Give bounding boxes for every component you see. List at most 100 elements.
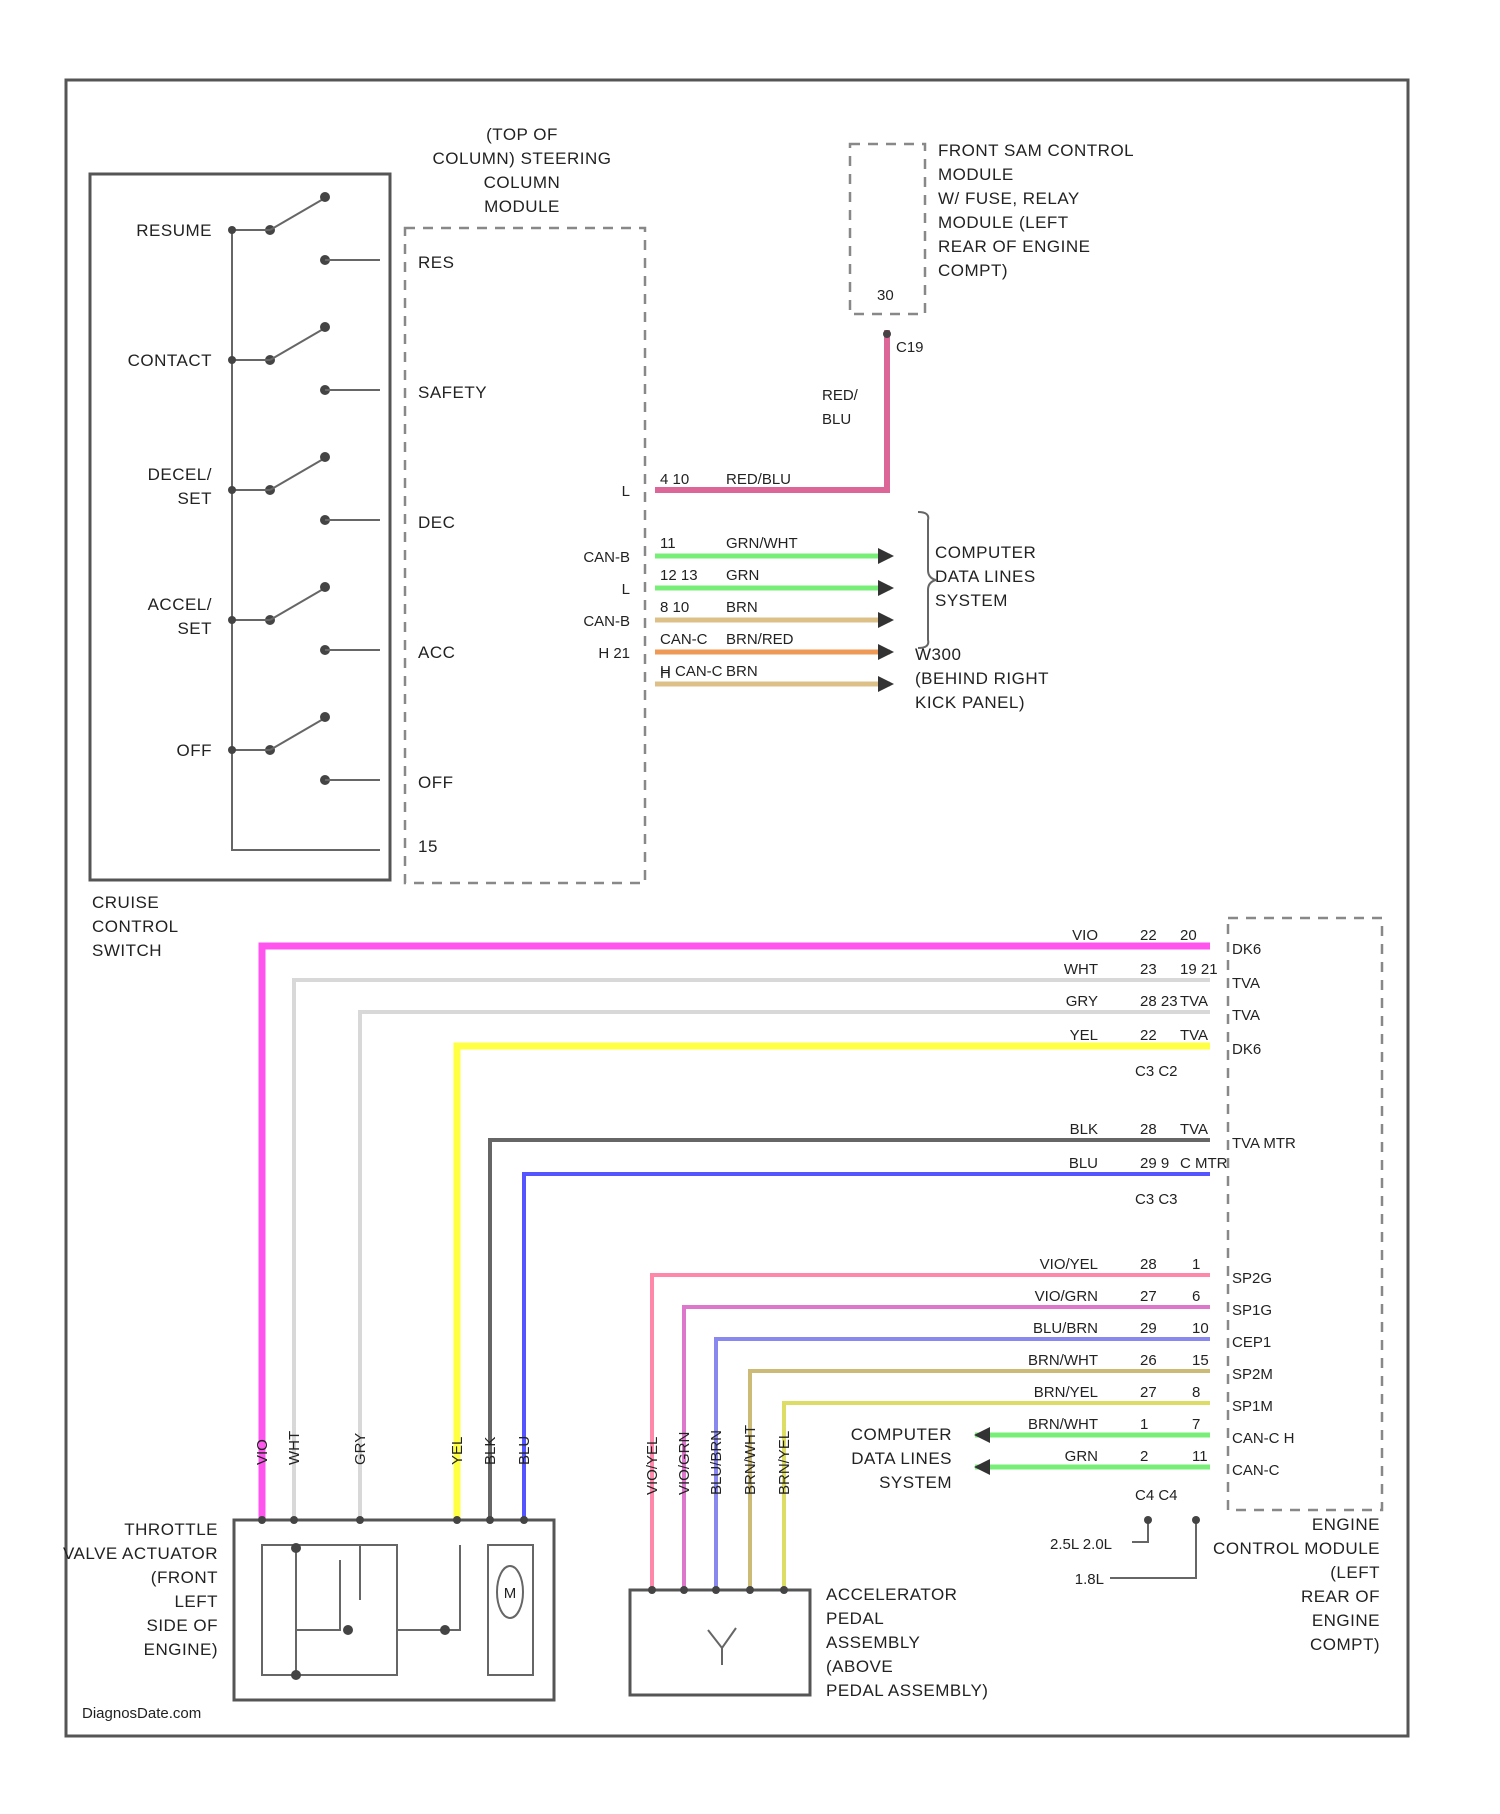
throttle-wire-tag: BLK [482, 1437, 499, 1465]
text-line: CRUISE [92, 893, 159, 912]
data-lines-brace [918, 512, 936, 648]
throttle-wire-tag: YEL [449, 1437, 466, 1465]
switch-label: OFF [177, 741, 213, 760]
switch-contact [320, 322, 330, 332]
pedal-wire-pin1: 27 [1140, 1288, 1157, 1305]
pedal-wire-signal: SP1G [1232, 1302, 1272, 1319]
text-line: (LEFT [1330, 1563, 1380, 1582]
pedal-wire-signal: SP2M [1232, 1366, 1273, 1383]
pedal-wire-tag: VIO/GRN [676, 1432, 693, 1495]
pin-dot [356, 1516, 364, 1524]
switch-blade [270, 718, 325, 750]
ecm-wire-pin2: 19 21 [1180, 961, 1218, 978]
text-line: REAR OF ENGINE [938, 237, 1090, 256]
ground-w300-label: W300(BEHIND RIGHTKICK PANEL) [915, 645, 1049, 712]
computer-data-lines-label: COMPUTERDATA LINESSYSTEM [935, 543, 1036, 610]
switch-blade [270, 328, 325, 360]
pedal-wire-pin2: 11 [1192, 1448, 1208, 1465]
switch-contact [320, 192, 330, 202]
data-line-pins: 11 [660, 535, 676, 552]
pedal-wire-pin1: 27 [1140, 1384, 1157, 1401]
ecm-wire-pin2: 20 [1180, 927, 1197, 944]
data-line-left: L [622, 483, 630, 500]
pin-dot [712, 1586, 720, 1594]
ecm-wire-pin1: 28 [1140, 1121, 1157, 1138]
pin-dot [290, 1516, 298, 1524]
text-line: COMPUTER [851, 1425, 952, 1444]
arrow-icon [878, 612, 894, 628]
ecm-wire-pin2: TVA [1180, 1027, 1208, 1044]
cruise-switch-label: CRUISECONTROLSWITCH [92, 893, 179, 960]
text-line: THROTTLE [124, 1520, 218, 1539]
text-line: PEDAL ASSEMBLY) [826, 1681, 988, 1700]
data-lines-footnote: H [660, 665, 671, 682]
throttle-wire-tag: BLU [516, 1436, 533, 1465]
sam-control-module: FRONT SAM CONTROLMODULEW/ FUSE, RELAYMOD… [822, 141, 1134, 428]
pedal-wire-color: BRN/WHT [1028, 1416, 1098, 1433]
switch-blade [270, 458, 325, 490]
throttle-wire-tag: VIO [254, 1439, 271, 1465]
pedal-wire-5: BRN/WHT17CAN-C H [974, 1416, 1295, 1447]
data-line-pins: 8 10 [660, 599, 689, 616]
ecm-wire-pin1: 22 [1140, 927, 1157, 944]
pedal-wire-signal: CAN-C H [1232, 1430, 1295, 1447]
text-line: DECEL/ [148, 465, 212, 484]
switch-blade [270, 198, 325, 230]
switch-contact [320, 582, 330, 592]
junction-dot [228, 356, 236, 364]
text-line: SWITCH [92, 941, 162, 960]
arrow-icon [974, 1427, 990, 1443]
data-line-color: GRN [726, 567, 759, 584]
pedal-wire-pin1: 2 [1140, 1448, 1148, 1465]
text-line: COLUMN) STEERING [433, 149, 612, 168]
pedal-wire-pin2: 10 [1192, 1320, 1209, 1337]
cruise-switch-2: DECEL/SET [148, 452, 380, 525]
junction-dot [883, 330, 891, 338]
text-line: KICK PANEL) [915, 693, 1025, 712]
pin-dot [746, 1586, 754, 1594]
connector-label-c4: C4 C4 [1135, 1487, 1178, 1504]
pin-dot [520, 1516, 528, 1524]
data-line-left: H 21 [598, 645, 630, 662]
text-line: RED/ [822, 387, 859, 404]
text-line: SET [177, 619, 212, 638]
pedal-wire-signal: CAN-C [1232, 1462, 1280, 1479]
pedal-wire-pin2: 7 [1192, 1416, 1200, 1433]
switch-blade [270, 588, 325, 620]
ecm-wire-color: WHT [1064, 961, 1098, 978]
pedal-wire-color: BRN/WHT [1028, 1352, 1098, 1369]
sam-fuse-number: 30 [877, 287, 894, 304]
text-line: ENGINE [1312, 1515, 1380, 1534]
data-line-color: GRN/WHT [726, 535, 798, 552]
pedal-wire-color: BLU/BRN [1033, 1320, 1098, 1337]
connector-label-c3-c3: C3 C3 [1135, 1191, 1178, 1208]
switch-contact [320, 452, 330, 462]
ecm-wire-color: YEL [1070, 1027, 1098, 1044]
sam-module-label: FRONT SAM CONTROLMODULEW/ FUSE, RELAYMOD… [938, 141, 1134, 280]
switch-label: RESUME [136, 221, 212, 240]
text-line: REAR OF [1301, 1587, 1380, 1606]
text-line: (ABOVE [826, 1657, 893, 1676]
ecm-label: ENGINECONTROL MODULE(LEFTREAR OFENGINECO… [1213, 1515, 1380, 1654]
pedal-wire-signal: SP1M [1232, 1398, 1273, 1415]
text-line: DATA LINES [935, 567, 1036, 586]
ecm-wire-color: BLU [1069, 1155, 1098, 1172]
pin-dot [453, 1516, 461, 1524]
pedal-label: ACCELERATORPEDALASSEMBLY(ABOVEPEDAL ASSE… [826, 1585, 988, 1700]
text-line: PEDAL [826, 1609, 884, 1628]
text-line: SET [177, 489, 212, 508]
wire-path [490, 1140, 1210, 1520]
text-line: SYSTEM [879, 1473, 952, 1492]
text-line: FRONT SAM CONTROL [938, 141, 1134, 160]
steering-pin-label: 15 [418, 837, 438, 856]
pedal-wire-color: GRN [1065, 1448, 1098, 1465]
sam-wire-label: RED/BLU [822, 387, 859, 428]
data-line-color: BRN [726, 599, 758, 616]
ecm-wire-signal: TVA [1232, 1007, 1260, 1024]
